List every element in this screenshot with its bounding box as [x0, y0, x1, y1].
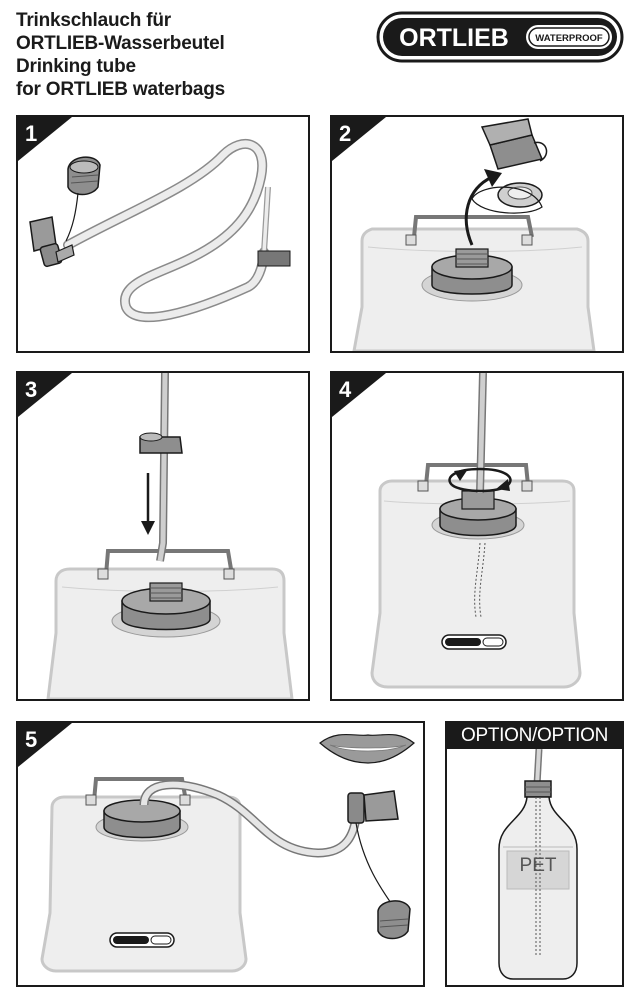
manual-title: Trinkschlauch für ORTLIEB-Wasserbeutel D… — [16, 9, 356, 101]
step-4-number: 4 — [339, 377, 352, 402]
logo-tagline-text: WATERPROOF — [535, 33, 603, 44]
step-1-number: 1 — [25, 121, 38, 146]
title-line-2: ORTLIEB-Wasserbeutel — [16, 33, 225, 54]
ortlieb-logo: ORTLIEB WATERPROOF — [376, 11, 624, 63]
step-2-panel: 2 — [330, 115, 624, 353]
title-line-4: for ORTLIEB waterbags — [16, 79, 226, 100]
pet-label: PET — [519, 855, 557, 876]
step-3-panel: 3 — [16, 371, 310, 701]
option-title: OPTION/OPTION — [447, 723, 622, 749]
option-panel: OPTION/OPTION PET — [445, 721, 624, 987]
screw-cap-illustration — [332, 373, 582, 689]
step-5-number: 5 — [25, 727, 38, 752]
title-line-1: Trinkschlauch für — [16, 10, 171, 31]
step-5-panel: 5 — [16, 721, 425, 987]
title-line-3: Drinking tube — [16, 56, 136, 77]
step-2-number: 2 — [339, 121, 352, 146]
logo-brand-text: ORTLIEB — [399, 24, 509, 52]
step-3-number: 3 — [25, 377, 38, 402]
step-4-panel: 4 — [330, 371, 624, 701]
pet-bottle-illustration — [498, 748, 578, 980]
tube-with-valve-illustration — [18, 117, 291, 323]
step-1-panel: 1 — [16, 115, 310, 353]
insert-tube-illustration — [18, 373, 294, 699]
drink-from-tube-illustration — [18, 723, 415, 973]
unscrew-bag-cap-illustration — [332, 117, 596, 351]
